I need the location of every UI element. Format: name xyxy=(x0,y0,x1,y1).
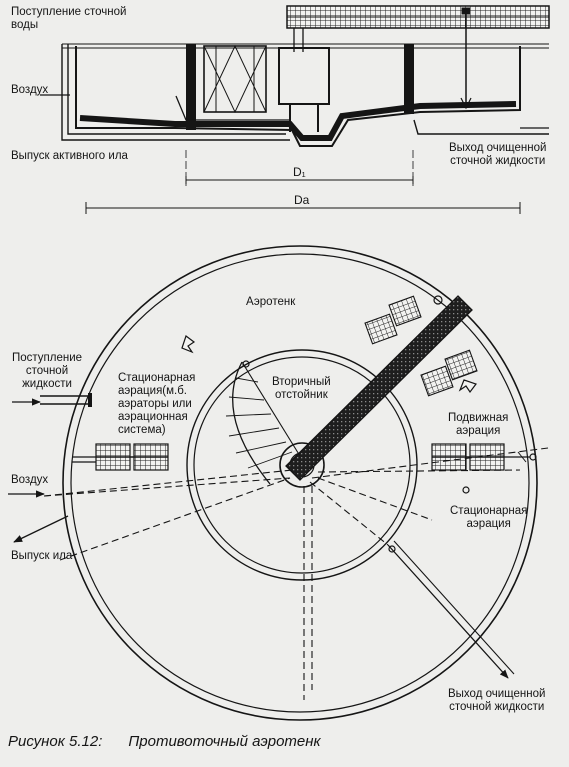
aerotank-label: Аэротенк xyxy=(246,296,296,308)
section-air-label: Воздух xyxy=(11,84,49,96)
stationary-aeration-right-grid xyxy=(431,443,537,471)
stationary-aeration-left-label: Стационарная аэрация(м.б. аэраторы или а… xyxy=(118,372,196,436)
section-sludge-out-label: Выпуск активного ила xyxy=(11,150,128,162)
figure-caption: Рисунок 5.12: Противоточный аэротенк xyxy=(8,733,321,750)
clarifier-label: Вторичный отстойник xyxy=(272,376,331,401)
scraper-arm xyxy=(232,361,271,485)
plan-air-label: Воздух xyxy=(11,474,49,486)
stationary-aeration-right-label: Стационарная аэрация xyxy=(450,505,528,530)
tank-bottom xyxy=(75,46,521,147)
figure-number: Рисунок 5.12: xyxy=(8,733,103,750)
cross-section xyxy=(40,5,550,214)
mobile-aeration-label: Подвижная аэрация xyxy=(448,412,509,437)
mobile-aeration-grids xyxy=(364,295,478,397)
scraper-truss xyxy=(203,45,267,113)
plan-inflow-label: Поступление сточной жидкости xyxy=(12,352,83,390)
plan-view xyxy=(8,245,549,721)
aerotank-outer-wall xyxy=(62,245,538,721)
outflow-pipe xyxy=(387,544,509,679)
section-outflow-label: Выход очищенной сточной жидкости xyxy=(449,142,547,167)
dimension-d1-label: D₁ xyxy=(293,165,306,179)
figure-title: Противоточный аэротенк xyxy=(128,733,321,750)
plan-outflow-label: Выход очищенной сточной жидкости xyxy=(448,688,546,713)
plan-sludge-out-label: Выпуск ила xyxy=(11,550,73,562)
stationary-aeration-left-grid xyxy=(72,443,169,471)
center-column xyxy=(278,47,330,105)
center-hub xyxy=(279,442,325,488)
section-inflow-label: Поступление сточной воды xyxy=(11,6,127,31)
dimension-da-label: Da xyxy=(294,193,310,207)
